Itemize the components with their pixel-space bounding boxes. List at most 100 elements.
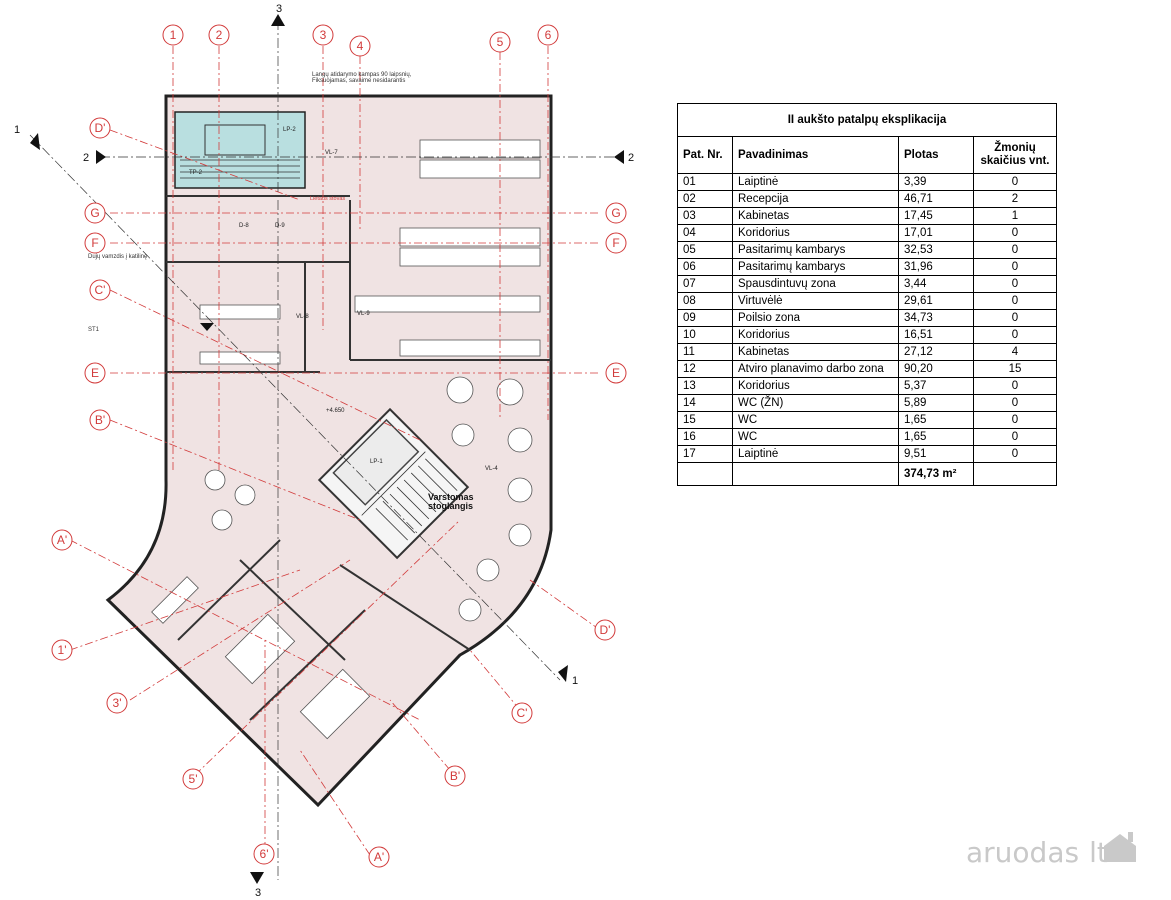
svg-text:D': D' <box>95 121 106 135</box>
workstation-desks <box>151 139 541 740</box>
cell-area: 16,51 <box>898 326 974 344</box>
svg-text:A': A' <box>57 533 67 547</box>
lp1-label: LP-1 <box>370 459 383 465</box>
cell-nr: 04 <box>677 224 733 242</box>
skylight-label-1: Varstomas <box>428 492 474 502</box>
cell-name: Koridorius <box>732 224 899 242</box>
cell-name: WC <box>732 411 899 429</box>
cell-area: 29,61 <box>898 292 974 310</box>
window-note-2: Fiksuojamas, savaime nesidarantis <box>312 78 405 84</box>
cell-nr: 08 <box>677 292 733 310</box>
svg-text:A': A' <box>374 850 384 864</box>
cut-label-1-top: 1 <box>14 124 20 136</box>
svg-text:F: F <box>612 236 619 250</box>
cell-area: 1,65 <box>898 428 974 446</box>
cut-label-3-bottom: 3 <box>255 887 261 899</box>
col-header-nr: Pat. Nr. <box>677 136 733 174</box>
cell-nr: 01 <box>677 173 733 191</box>
cut-marker-1-bottom <box>558 665 568 682</box>
cut-marker-2-right <box>614 150 624 164</box>
svg-text:5: 5 <box>497 35 504 49</box>
cell-area: 90,20 <box>898 360 974 378</box>
axis-bubbles <box>51 24 627 868</box>
cell-area: 17,45 <box>898 207 974 225</box>
cell-name: Kabinetas <box>732 343 899 361</box>
svg-text:G: G <box>611 206 620 220</box>
cell-area: 17,01 <box>898 224 974 242</box>
cut-label-1-bottom: 1 <box>572 675 578 687</box>
people-header-line2: skaičius vnt. <box>980 155 1050 167</box>
svg-text:C': C' <box>517 706 528 720</box>
cell-nr: 02 <box>677 190 733 208</box>
svg-text:B': B' <box>95 413 105 427</box>
cell-people: 0 <box>973 394 1057 412</box>
svg-text:1: 1 <box>170 28 177 42</box>
cell-nr: 15 <box>677 411 733 429</box>
svg-text:E: E <box>612 366 620 380</box>
cell-people: 0 <box>973 275 1057 293</box>
cell-name: Kabinetas <box>732 207 899 225</box>
total-area: 374,73 m² <box>898 462 974 486</box>
cell-people: 0 <box>973 292 1057 310</box>
section-lines <box>29 20 620 880</box>
cell-people: 0 <box>973 428 1057 446</box>
cell-name: Atviro planavimo darbo zona <box>732 360 899 378</box>
svg-text:F: F <box>91 236 98 250</box>
rain-standing-label: Lietaus stovas <box>310 196 345 202</box>
svg-text:5': 5' <box>189 772 198 786</box>
cell-area: 3,44 <box>898 275 974 293</box>
cell-name: Koridorius <box>732 377 899 395</box>
cell-area: 3,39 <box>898 173 974 191</box>
cell-name: Laiptinė <box>732 173 899 191</box>
cell-nr: 09 <box>677 309 733 327</box>
elevation-mark: +4.650 <box>326 408 345 414</box>
cell-nr: 06 <box>677 258 733 276</box>
svg-text:6': 6' <box>260 847 269 861</box>
svg-text:C': C' <box>95 283 106 297</box>
cell-people: 0 <box>973 445 1057 463</box>
svg-text:3': 3' <box>113 696 122 710</box>
axis-grid <box>69 46 601 856</box>
total-empty-name <box>732 462 899 486</box>
cell-people: 0 <box>973 411 1057 429</box>
cell-people: 0 <box>973 258 1057 276</box>
tp2-label: TP-2 <box>189 170 203 176</box>
cell-name: WC (ŽN) <box>732 394 899 412</box>
cell-area: 34,73 <box>898 309 974 327</box>
window-vl9: VL-9 <box>357 311 370 317</box>
room-explication-table: II aukšto patalpų eksplikacija Pat. Nr. … <box>677 103 1057 486</box>
interior-walls <box>166 195 551 721</box>
cell-people: 0 <box>973 224 1057 242</box>
cell-people: 15 <box>973 360 1057 378</box>
cell-area: 32,53 <box>898 241 974 259</box>
cut-marker-3-bottom <box>250 872 264 884</box>
col-header-area: Plotas <box>898 136 974 174</box>
total-empty-nr <box>677 462 733 486</box>
cell-people: 1 <box>973 207 1057 225</box>
table-title: II aukšto patalpų eksplikacija <box>677 103 1057 137</box>
cell-nr: 05 <box>677 241 733 259</box>
cell-people: 4 <box>973 343 1057 361</box>
cut-label-2-left: 2 <box>83 152 89 164</box>
svg-text:G: G <box>90 206 99 220</box>
cut-label-st1: ST1 <box>88 327 100 333</box>
cell-people: 0 <box>973 326 1057 344</box>
cut-label-2-right: 2 <box>628 152 634 164</box>
house-logo-icon <box>1104 832 1136 862</box>
cell-nr: 12 <box>677 360 733 378</box>
skylight-label-2: stoglangis <box>428 501 473 511</box>
svg-text:6: 6 <box>545 28 552 42</box>
